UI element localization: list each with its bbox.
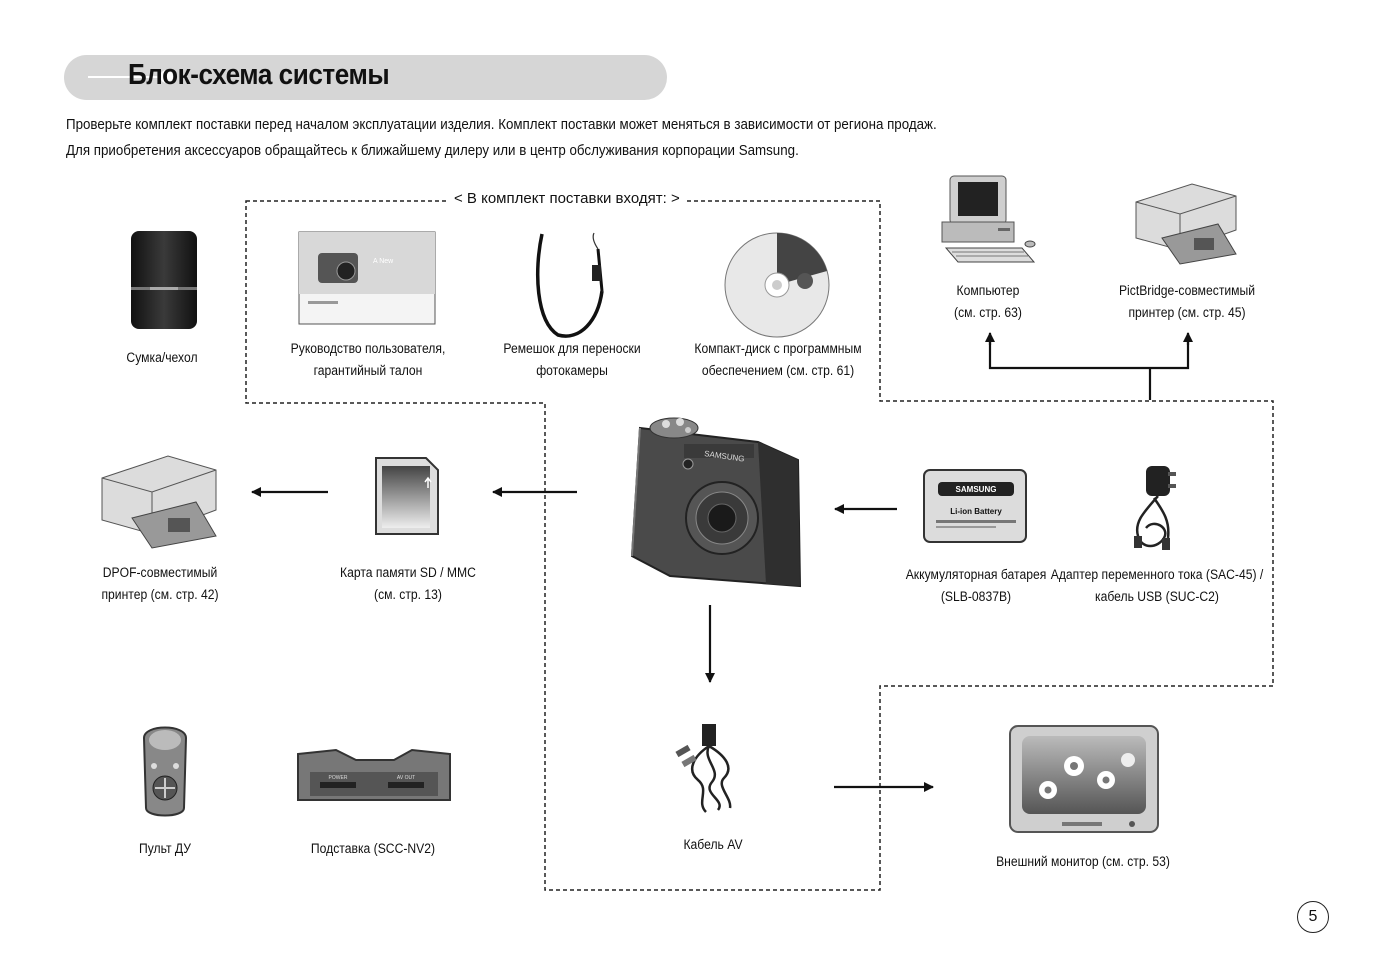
digital-camera-icon: SAMSUNG [630,417,802,588]
cradle-caption: Подставка (SCC-NV2) [310,841,436,856]
included-items-label: < В комплект поставки входят: > [448,190,686,207]
sd-memory-card-icon [375,457,439,535]
user-manual-icon: A New [298,231,436,325]
battery-type-text: Li-ion Battery [950,507,1002,516]
title-bar: Блок-схема системы [64,55,667,100]
battery-caption: Аккумуляторная батарея(SLB-0837B) [905,567,1047,604]
page-number: 5 [1297,901,1329,933]
adapter-caption: Адаптер переменного тока (SAC-45) /кабел… [1050,567,1264,604]
intro-text-line-2: Для приобретения аксессуаров обращайтесь… [66,143,799,159]
title-decoration-line [88,76,160,78]
remote-control-icon [142,726,188,817]
computer-printer-connector [988,340,1190,400]
cradle-icon: POWER AV OUT [297,748,451,801]
ac-adapter-usb-cable-icon [1134,466,1176,550]
software-cd-icon [724,232,830,338]
manual-caption: Руководство пользователя,гарантийный тал… [290,341,446,378]
page-title: Блок-схема системы [128,59,390,91]
remote-caption: Пульт ДУ [138,841,192,856]
dpof-printer-icon [101,455,217,549]
camera-case-icon [131,231,197,329]
computer-caption: Компьютер(см. стр. 63) [954,283,1022,320]
intro-text-line-1: Проверьте комплект поставки перед начало… [66,117,937,133]
monitor-caption: Внешний монитор (см. стр. 53) [996,854,1170,869]
pictbridge-printer-icon [1135,183,1237,265]
cradle-power-port-label: POWER [329,775,348,781]
title-decoration-dot [160,70,173,83]
external-monitor-icon [1009,725,1159,833]
manual-cover-text: A New [373,258,394,265]
computer-icon [941,175,1036,263]
battery-icon: SAMSUNG Li-ion Battery [923,469,1027,543]
battery-brand-text: SAMSUNG [956,485,997,494]
included-items-boundary [245,200,1274,891]
av-cable-caption: Кабель AV [683,837,743,852]
sd-card-caption: Карта памяти SD / MMC(см. стр. 13) [340,565,476,602]
av-cable-icon [675,724,732,813]
cradle-av-port-label: AV OUT [397,775,415,781]
case-caption: Сумка/чехол [126,350,198,365]
wrist-strap-icon [535,232,604,338]
